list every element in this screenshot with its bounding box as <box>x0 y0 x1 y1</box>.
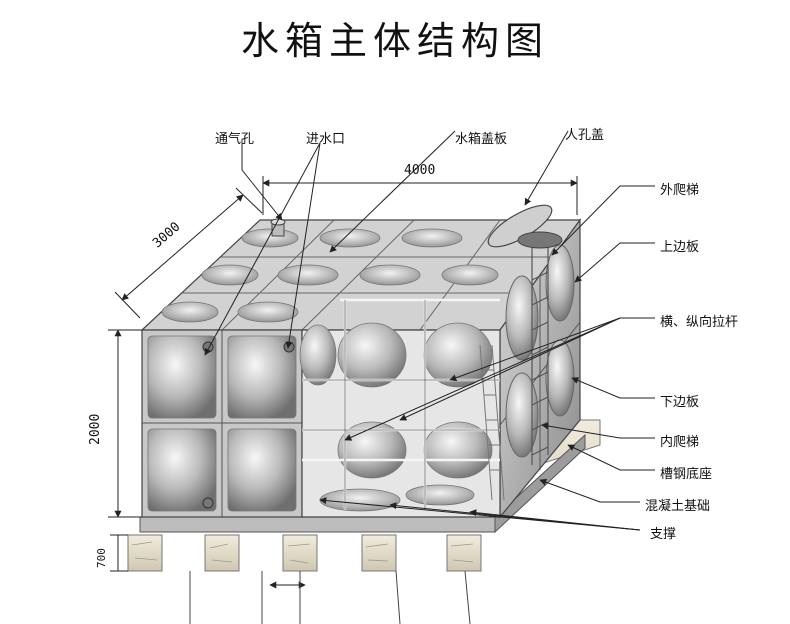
label-outer-ladder: 外爬梯 <box>660 183 700 198</box>
support-blocks <box>127 534 482 572</box>
support-legs <box>189 570 471 624</box>
label-inlet: 进水口 <box>306 132 346 147</box>
diagram-title: 水箱主体结构图 <box>240 19 549 63</box>
leader-lines <box>204 130 655 531</box>
label-top-plate: 上边板 <box>660 240 700 255</box>
tank-cutaway <box>299 298 501 518</box>
dimension-height: 2000 <box>88 413 103 445</box>
dimension-lines <box>108 176 578 589</box>
manhole-cover <box>487 204 563 249</box>
vent-pipe <box>270 218 286 237</box>
outer-ladder <box>531 235 549 465</box>
label-concrete-base: 混凝土基础 <box>645 499 711 514</box>
label-channel-base: 槽钢底座 <box>660 467 713 482</box>
dimension-base-height: 700 <box>95 548 108 568</box>
label-bottom-plate: 下边板 <box>660 395 700 410</box>
label-cover: 水箱盖板 <box>455 132 508 147</box>
label-manhole: 人孔盖 <box>565 128 605 143</box>
label-vent: 通气孔 <box>215 132 255 147</box>
inner-ladder <box>479 344 505 501</box>
label-support: 支撑 <box>650 527 677 542</box>
block-texture <box>131 541 474 564</box>
tank-right-side <box>499 218 581 519</box>
tank-front-panels <box>141 329 303 518</box>
label-inner-ladder: 内爬梯 <box>660 435 700 450</box>
label-tie-rods: 横、纵向拉杆 <box>660 315 739 330</box>
dimension-length: 4000 <box>404 163 436 178</box>
